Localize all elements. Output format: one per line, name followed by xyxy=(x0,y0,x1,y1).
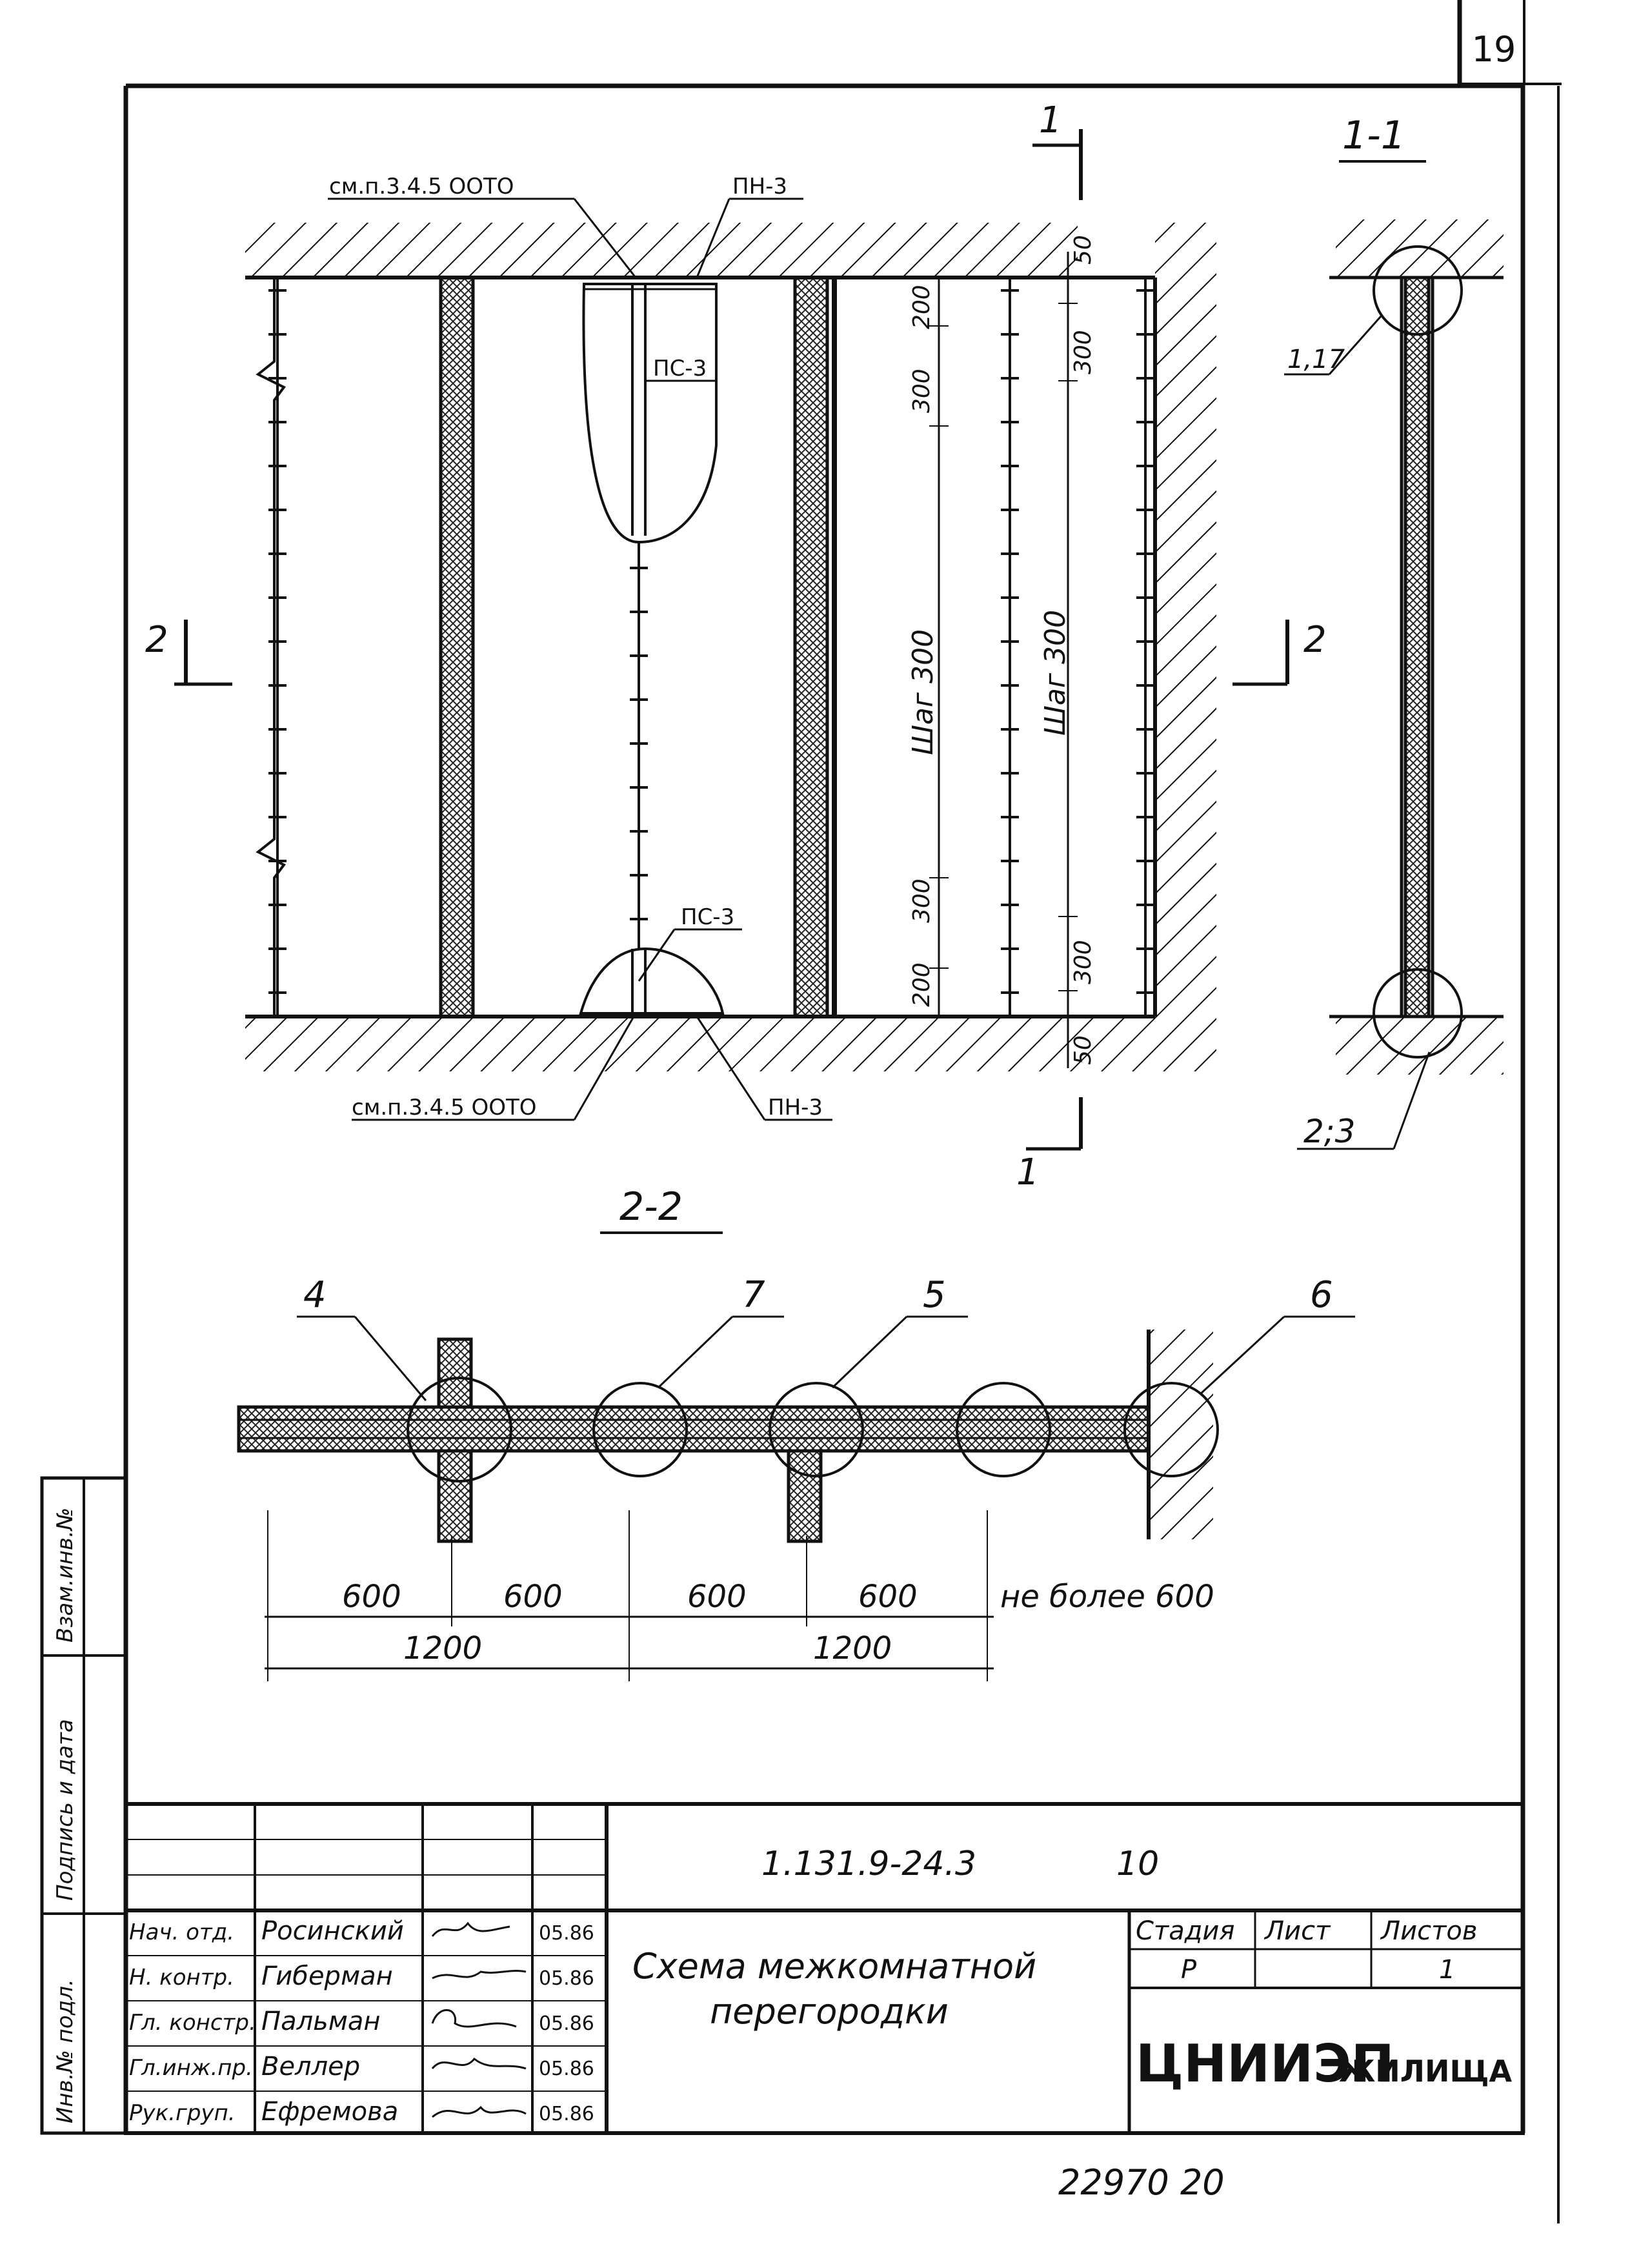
cut-1-bottom: 1 xyxy=(1016,1151,1040,1193)
signatory-role: Нач. отд. xyxy=(129,1919,234,1945)
node-1-17: 1,17 xyxy=(1287,345,1345,374)
footer-code: 22970 20 xyxy=(1058,2162,1225,2203)
title-block: 1.131.9-24.3 10 Схема межкомнатной перег… xyxy=(124,1802,1525,2135)
callout-ref-top: см.п.3.4.5 ООТО xyxy=(329,174,514,199)
dim-1200-2: 1200 xyxy=(813,1630,892,1666)
signatory-row: Н. контр. Гиберман 05.86 xyxy=(129,1961,594,1991)
dim-600-2: 600 xyxy=(503,1579,563,1615)
signatory-row: Гл.инж.пр. Веллер 05.86 xyxy=(129,2052,594,2081)
node-2-3: 2;3 xyxy=(1303,1113,1355,1150)
signatory-name: Росинский xyxy=(261,1916,404,1946)
dim-200-bottom: 200 xyxy=(909,962,935,1007)
signatory-date: 05.86 xyxy=(539,2012,594,2035)
cut-2-right: 2 xyxy=(1303,619,1327,661)
signatory-role: Рук.груп. xyxy=(129,2100,236,2126)
stage-header: Стадия xyxy=(1136,1916,1234,1946)
cut-1-top: 1 xyxy=(1039,99,1062,141)
doc-title-line1: Схема межкомнатной xyxy=(632,1946,1036,1987)
signatory-name: Гиберман xyxy=(261,1961,393,1991)
signatory-name: Ефремова xyxy=(261,2097,398,2127)
org-sub: ЖИЛИЩА xyxy=(1339,2054,1512,2089)
elevation-callouts: см.п.3.4.5 ООТО ПН-3 ПС-3 ПС-3 см.п.3.4.… xyxy=(328,174,832,1121)
callout-pn3-bottom: ПН-3 xyxy=(768,1095,823,1120)
dim-300-d: 300 xyxy=(1070,940,1096,984)
section-1-1-title: 1-1 xyxy=(1342,113,1405,158)
dim-300-a: 300 xyxy=(909,369,935,413)
signatory-row: Рук.груп. Ефремова 05.86 xyxy=(129,2097,594,2127)
page-number-box: 19 xyxy=(1457,0,1562,85)
signatory-date: 05.86 xyxy=(539,1922,594,1945)
dim-50-top: 50 xyxy=(1070,235,1096,265)
callout-ref-bottom: см.п.3.4.5 ООТО xyxy=(352,1095,537,1120)
signatory-role: Гл. констр. xyxy=(129,2010,256,2036)
signatory-date: 05.86 xyxy=(539,1967,594,1990)
signatory-date: 05.86 xyxy=(539,2058,594,2080)
dim-300-c: 300 xyxy=(909,878,935,923)
dim-1200-1: 1200 xyxy=(403,1630,482,1666)
dim-600-3: 600 xyxy=(687,1579,747,1615)
strip-vzam: Взам.инв.№ xyxy=(52,1508,78,1643)
dim-200-top: 200 xyxy=(909,285,935,329)
dim-not-more-600: не более 600 xyxy=(1000,1579,1214,1615)
node-6: 6 xyxy=(1310,1274,1333,1316)
dim-50-bottom: 50 xyxy=(1070,1035,1096,1065)
dim-300-b: 300 xyxy=(1070,330,1096,374)
node-7: 7 xyxy=(742,1274,765,1316)
sheet-header: Лист xyxy=(1263,1916,1331,1946)
section-cut-markers: 1 1 2 2 xyxy=(145,99,1327,1193)
vertical-dimensions: 50 200 300 300 Шаг 300 Шаг 300 300 200 3… xyxy=(907,235,1096,1068)
callout-pn3-top: ПН-3 xyxy=(732,174,787,199)
signatory-row: Нач. отд. Росинский 05.86 xyxy=(129,1916,594,1946)
org-main: ЦНИИЭП xyxy=(1136,2034,1394,2094)
elevation-view xyxy=(245,223,1216,1071)
dim-step-b: Шаг 300 xyxy=(1039,610,1072,736)
signature-scribbles xyxy=(431,1921,527,2118)
signatory-role: Н. контр. xyxy=(129,1965,234,1990)
dim-600-4: 600 xyxy=(858,1579,918,1615)
sheets-value: 1 xyxy=(1439,1955,1455,1985)
signatory-row: Гл. констр. Пальман 05.86 xyxy=(129,2007,594,2036)
doc-code-num: 10 xyxy=(1116,1845,1159,1883)
sheet-frame xyxy=(123,83,1560,2223)
sheets-header: Листов xyxy=(1380,1916,1477,1946)
strip-inv-podl: Инв.№ подл. xyxy=(52,1979,78,2123)
node-4: 4 xyxy=(303,1274,327,1316)
node-5: 5 xyxy=(923,1274,946,1316)
signatory-role: Гл.инж.пр. xyxy=(129,2055,253,2081)
dim-600-1: 600 xyxy=(342,1579,401,1615)
strip-podpis: Подпись и дата xyxy=(52,1719,78,1901)
screw-marks xyxy=(268,281,1154,1002)
signatory-name: Веллер xyxy=(261,2052,360,2081)
stage-value: Р xyxy=(1181,1955,1197,1985)
page-number: 19 xyxy=(1472,29,1516,70)
section-2-2: 2-2 4 7 5 6 600 600 60 xyxy=(237,1184,1355,1681)
signatory-name: Пальман xyxy=(261,2007,381,2036)
left-binding-strip: Инв.№ подл. Подпись и дата Взам.инв.№ xyxy=(40,1476,128,2135)
dim-step-a: Шаг 300 xyxy=(907,629,940,755)
section-2-2-title: 2-2 xyxy=(619,1184,683,1230)
section-1-1: 1-1 1,17 2;3 xyxy=(1284,113,1504,1150)
doc-code: 1.131.9-24.3 xyxy=(761,1845,976,1883)
doc-title-line2: перегородки xyxy=(710,1991,949,2032)
signatory-date: 05.86 xyxy=(539,2103,594,2125)
callout-ps3-bottom: ПС-3 xyxy=(681,904,734,930)
cut-2-left: 2 xyxy=(145,619,168,661)
callout-ps3-top: ПС-3 xyxy=(653,356,707,381)
